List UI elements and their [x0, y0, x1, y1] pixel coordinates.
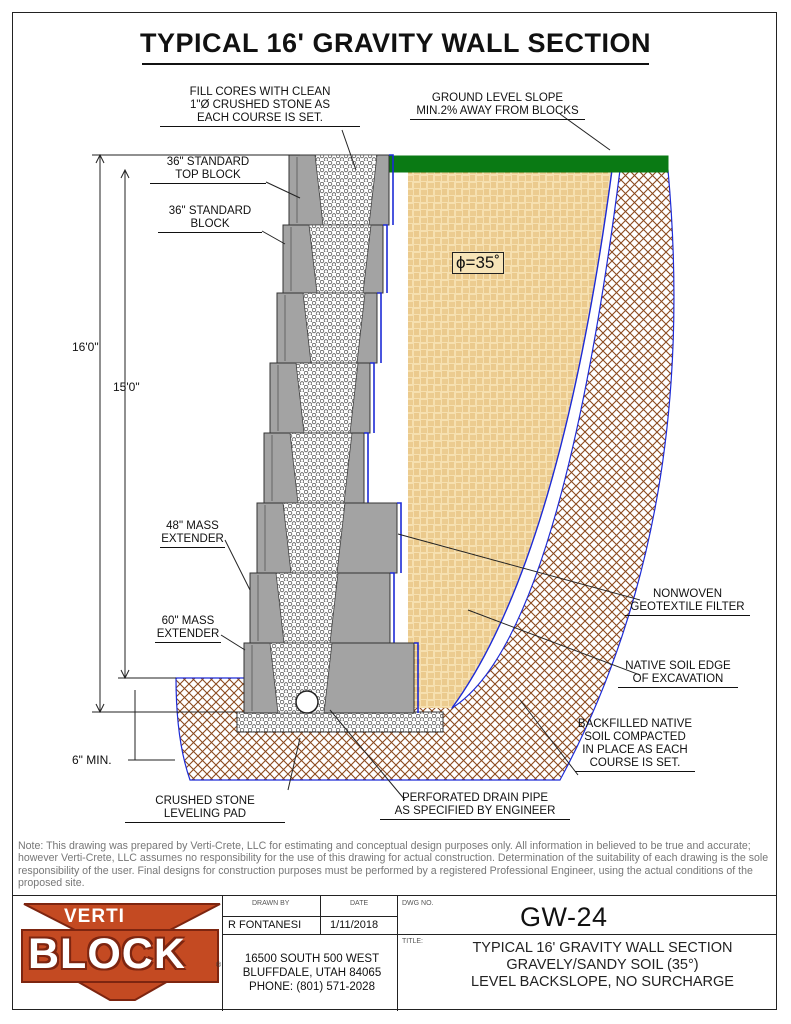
- geotextile-filter: [397, 502, 402, 573]
- geotextile-filter: [377, 292, 382, 363]
- excavation-edge: [451, 169, 613, 709]
- logo-verti-text: VERTI: [64, 906, 125, 927]
- native-soil: [175, 169, 675, 781]
- dim-total-height: 16'0": [72, 340, 99, 354]
- tb-divider-3: [397, 896, 398, 1011]
- drawn-by-label: DRAWN BY: [252, 900, 290, 907]
- disclaimer-note: Note: This drawing was prepared by Verti…: [18, 840, 769, 890]
- gravel-core: [275, 572, 339, 644]
- gravel-core: [282, 502, 346, 574]
- logo-shape: [21, 903, 221, 1001]
- date-label: DATE: [350, 900, 369, 907]
- tb-divider-1: [222, 896, 223, 1011]
- sheet-border: [12, 12, 777, 1010]
- gravel-core: [295, 362, 359, 434]
- dimension-lines: [92, 153, 300, 761]
- title-underline: [142, 63, 649, 65]
- dim-exposed-height: 15'0": [113, 380, 140, 394]
- dwg-no-label: DWG NO.: [402, 900, 434, 907]
- title-label: TITLE:: [402, 938, 424, 945]
- verti-block-logo: VERTI BLOCK ®: [20, 900, 225, 1005]
- dim-min-depth: 6" MIN.: [72, 753, 112, 767]
- block-stack: [243, 154, 419, 714]
- geotextile-filter: [383, 224, 388, 293]
- title-block: DRAWN BY R FONTANESI DATE 1/11/2018 DWG …: [12, 895, 777, 1011]
- tb-divider-4: [222, 916, 397, 917]
- geotextile-filter: [370, 362, 375, 433]
- geotextile-filter: [364, 432, 369, 503]
- friction-angle-label: ϕ=35˚: [452, 252, 505, 274]
- geotextile-filter: [389, 154, 394, 225]
- logo-registered-mark: ®: [216, 962, 222, 969]
- tb-divider-2: [320, 896, 321, 934]
- drain-pipe: [295, 690, 319, 714]
- gravel-core: [308, 224, 372, 294]
- company-address: 16500 SOUTH 500 WEST BLUFFDALE, UTAH 840…: [242, 953, 382, 993]
- date-value: 1/11/2018: [330, 919, 379, 931]
- logo-block-text: BLOCK: [28, 930, 186, 978]
- tb-divider-5: [222, 934, 777, 935]
- geotextile-filter: [390, 572, 395, 643]
- gravel-core: [302, 292, 366, 364]
- gravel-core: [314, 154, 378, 226]
- drawing-number: GW-24: [520, 902, 608, 932]
- drawn-by-value: R FONTANESI: [228, 919, 302, 931]
- backfill-zone: [388, 170, 612, 708]
- leader-lines: [220, 113, 641, 801]
- drawing-title: TYPICAL 16' GRAVITY WALL SECTION GRAVELY…: [471, 940, 734, 990]
- page-title: TYPICAL 16' GRAVITY WALL SECTION: [140, 28, 651, 58]
- gravel-core: [289, 432, 353, 504]
- geotextile-filter: [414, 642, 419, 713]
